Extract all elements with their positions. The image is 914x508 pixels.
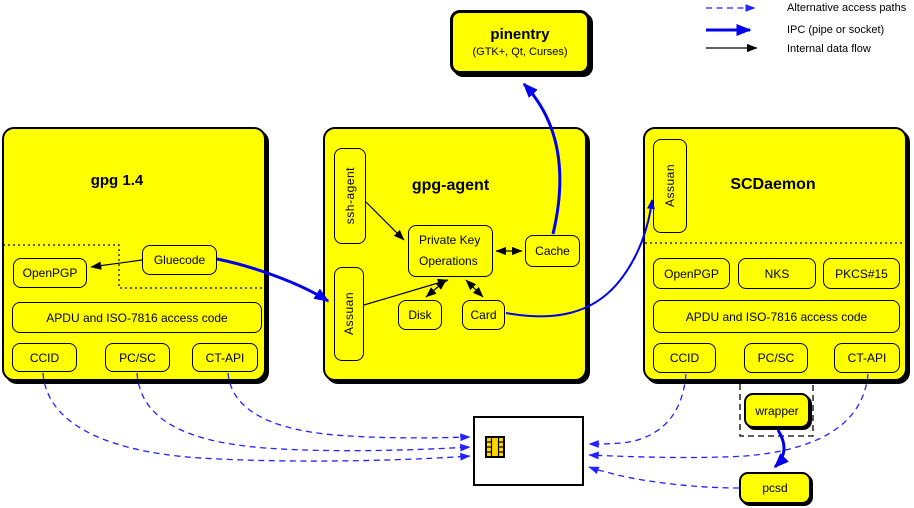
- legend-ipc-label: IPC (pipe or socket): [787, 24, 885, 36]
- scd-pcsc-node: PC/SC: [744, 343, 808, 373]
- arrow-scd-ccid-to-card: [588, 373, 687, 448]
- agent-sshagent-label: ssh-agent: [343, 167, 357, 225]
- pko-line1: Private Key: [419, 233, 481, 247]
- agent-assuan-node: Assuan: [334, 267, 364, 361]
- gpg14-gluecode-node: Gluecode: [142, 245, 217, 275]
- scdaemon-title: SCDaemon: [730, 176, 816, 193]
- legend-alt-label: Alternative access paths: [787, 2, 907, 14]
- agent-sshagent-node: ssh-agent: [334, 148, 366, 244]
- pko-line2: Operations: [419, 254, 478, 268]
- arrow-scd-ctapi-to-card: [588, 373, 869, 460]
- scd-ctapi-node: CT-API: [834, 343, 900, 373]
- gpg14-title: gpg 1.4: [90, 172, 144, 189]
- agent-disk-node: Disk: [398, 300, 442, 330]
- arrow-wrapper-to-pcsd: [773, 429, 789, 469]
- wrapper-node: wrapper: [744, 393, 810, 428]
- scd-openpgp-node: OpenPGP: [653, 258, 730, 289]
- agent-assuan-label: Assuan: [342, 292, 356, 336]
- arrow-gpg14-ccid-to-card: [42, 372, 471, 462]
- pinentry-node: pinentry (GTK+, Qt, Curses): [450, 10, 590, 74]
- agent-private-key-operations-node: Private Key Operations: [408, 225, 493, 277]
- scd-assuan-label: Assuan: [663, 164, 677, 208]
- gpg14-pcsc-node: PC/SC: [105, 343, 170, 372]
- arrow-pcsd-to-card: [588, 466, 740, 489]
- agent-cache-node: Cache: [525, 235, 580, 267]
- gpg14-apdu-node: APDU and ISO-7816 access code: [12, 302, 262, 333]
- pinentry-title: pinentry: [490, 26, 550, 43]
- legend-internal-label: Internal data flow: [787, 43, 871, 55]
- gpg14-ctapi-node: CT-API: [192, 343, 258, 372]
- scd-apdu-node: APDU and ISO-7816 access code: [653, 300, 900, 333]
- pinentry-subtitle: (GTK+, Qt, Curses): [472, 46, 568, 58]
- scd-nks-node: NKS: [738, 258, 816, 289]
- smartcard-chip-icon: [485, 436, 505, 458]
- scd-ccid-node: CCID: [653, 343, 716, 373]
- arrow-gpg14-pcsc-to-card: [136, 372, 471, 452]
- gpg14-openpgp-node: OpenPGP: [13, 258, 87, 288]
- gpgagent-title: gpg-agent: [411, 177, 490, 194]
- arrow-gpg14-ctapi-to-card: [227, 372, 471, 442]
- scd-pkcs15-node: PKCS#15: [823, 258, 900, 289]
- gpg14-ccid-node: CCID: [12, 343, 77, 372]
- scd-assuan-node: Assuan: [653, 139, 687, 233]
- pcsd-node: pcsd: [739, 472, 811, 504]
- agent-card-node: Card: [462, 300, 505, 330]
